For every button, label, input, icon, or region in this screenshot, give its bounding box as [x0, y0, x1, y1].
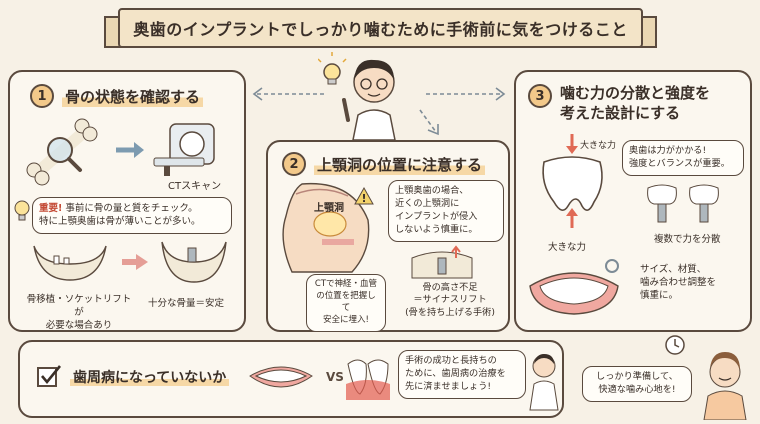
advice-line1: 手術の成功と長持ちの [405, 355, 497, 366]
unhealthy-teeth-icon [346, 359, 390, 400]
periodontal-advice: 手術の成功と長持ちの ために、歯周病の治療を 先に済ませましょう! [398, 350, 526, 399]
thin-jaw-icon [33, 245, 107, 281]
warning-icon: ! [354, 186, 374, 205]
ct-note-bubble: CTで神経・血管 の位置を把握して 安全に埋入! [306, 274, 386, 332]
section2-number: 2 [282, 152, 306, 176]
section1-number: 1 [30, 84, 54, 108]
design-line3: 慎重に。 [640, 289, 679, 301]
section2-note-line1: 上顎奥歯の場合、 [395, 185, 469, 196]
ct-scan-label: CTスキャン [168, 181, 222, 192]
periodontal-heading: 歯周病になっていないか [70, 367, 230, 387]
force-label-top: 大きな力 [580, 141, 617, 151]
arrow-down-icon [566, 134, 578, 154]
section1-note-line2: 特に上顎奥歯は骨が薄いことが多い。 [39, 216, 201, 228]
clock-icon [665, 335, 685, 355]
ct-note-line3: 安全に埋入! [323, 314, 369, 325]
bone-ct-illustration [26, 118, 215, 186]
multi-implant-caption: 複数で力を分散 [654, 234, 721, 245]
patient-line1: しっかり準備して、 [596, 371, 678, 382]
page-title-text: 奥歯のインプラントでしっかり噛むために手術前に気をつけること [133, 20, 628, 39]
bone-caption-line1: 骨の高さ不足 [422, 282, 478, 293]
design-line2: 噛み合わせ調整を [640, 276, 717, 288]
section1-caption-right: 十分な骨量＝安定 [148, 298, 225, 309]
section2-heading: 2 上顎洞の位置に注意する [282, 152, 486, 176]
arrow-up-icon [566, 208, 578, 228]
arrow-right-icon [122, 254, 148, 270]
patient-message: しっかり準備して、 快適な噛み心地を! [582, 366, 692, 402]
ct-note-line1: CTで神経・血管 [314, 279, 378, 289]
section3-title: 噛む力の分散と強度を 考えた設計にする [560, 84, 710, 123]
section1-heading: 1 骨の状態を確認する [30, 84, 204, 108]
section2-note-line4: しないよう慎重に。 [395, 223, 478, 235]
section2-note: 上顎奥歯の場合、 近くの上顎洞に インプラントが侵入 しないよう慎重に。 [388, 180, 504, 242]
page-title: 奥歯のインプラントでしっかり噛むために手術前に気をつけること [104, 8, 657, 48]
patient-illustration [703, 352, 747, 420]
design-line1: サイズ、材質、 [640, 264, 707, 275]
gear-icon [605, 259, 619, 273]
caption-left-line1: 骨移植・ソケットリフトが [26, 294, 132, 318]
lightbulb-icon [318, 52, 347, 85]
section1-title: 骨の状態を確認する [62, 85, 204, 107]
lightbulb-icon [14, 200, 30, 221]
section3-title-line2: 考えた設計にする [560, 103, 681, 122]
dashed-arrow-down [419, 109, 439, 136]
important-label: 重要! [39, 203, 63, 214]
section1-note: 重要! 事前に骨の量と質をチェック。 特に上顎奥歯は骨が薄いことが多い。 [32, 197, 232, 234]
svg-text:!: ! [361, 192, 366, 205]
denture-gear-illustration [529, 259, 619, 315]
ct-scanner-icon [153, 123, 215, 176]
full-jaw-icon [161, 241, 227, 283]
checkbox-icon [37, 365, 62, 387]
sinus-label: 上顎洞 [314, 203, 344, 214]
section3-number: 3 [528, 84, 552, 108]
section3-note-line1: 奥歯は力がかかる! [629, 145, 707, 156]
section2-bone-caption: 骨の高さ不足 ＝サイナスリフト (骨を持ち上げる手術) [396, 282, 504, 319]
dashed-arrow-left [252, 87, 324, 101]
arrow-right-icon [116, 142, 144, 158]
jaw-comparison-illustration [33, 241, 227, 283]
healthy-teeth-icon [249, 366, 313, 388]
vs-label: VS [326, 370, 344, 384]
advice-line2: ために、歯周病の治療を [405, 367, 506, 379]
section3-title-line1: 噛む力の分散と強度を [560, 84, 711, 102]
caption-left-line2: 必要な場合あり [45, 319, 113, 331]
section3-note-line2: 強度とバランスが重要。 [629, 157, 730, 169]
multi-implant-illustration [647, 184, 719, 223]
magnifier-icon [47, 137, 82, 172]
section1-caption-left: 骨移植・ソケットリフトが 必要な場合あり [24, 294, 134, 332]
section3-note: 奥歯は力がかかる! 強度とバランスが重要。 [622, 140, 744, 176]
molar-force-illustration [542, 134, 603, 228]
section2-note-line3: インプラントが侵入 [395, 210, 478, 222]
head-crosssection-illustration [282, 182, 370, 273]
doctor-illustration [318, 52, 396, 140]
advice-line3: 先に済ませましょう! [405, 380, 492, 392]
section3-heading: 3 噛む力の分散と強度を 考えた設計にする [528, 84, 710, 123]
section2-note-line2: 近くの上顎洞に [395, 197, 460, 209]
ct-note-line2: の位置を把握して [316, 290, 376, 313]
section1-note-line1: 事前に骨の量と質をチェック。 [65, 203, 198, 214]
force-label-bottom: 大きな力 [548, 242, 587, 253]
patient-line2: 快適な噛み心地を! [598, 383, 676, 395]
bone-caption-line3: (骨を持ち上げる手術) [405, 306, 495, 318]
section3-design-note: サイズ、材質、 噛み合わせ調整を 慎重に。 [640, 264, 716, 302]
implant-sinus-illustration [411, 245, 473, 279]
doctor-small-illustration [529, 354, 559, 411]
bone-caption-line2: ＝サイナスリフト [413, 294, 487, 306]
periodontal-heading-text: 歯周病になっていないか [70, 370, 230, 386]
dashed-arrow-right [426, 87, 506, 101]
section2-title: 上顎洞の位置に注意する [314, 153, 486, 175]
